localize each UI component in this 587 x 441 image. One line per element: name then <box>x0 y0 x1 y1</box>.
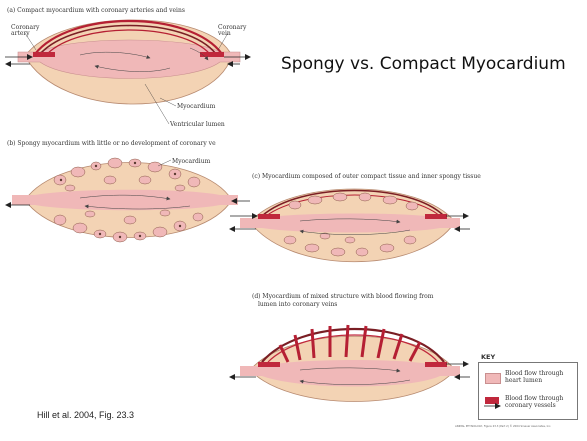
panel-d-diagram <box>230 325 470 402</box>
panel-a-diagram <box>5 20 250 124</box>
panel-c-diagram <box>230 189 470 262</box>
panel-b-diagram <box>6 158 250 242</box>
